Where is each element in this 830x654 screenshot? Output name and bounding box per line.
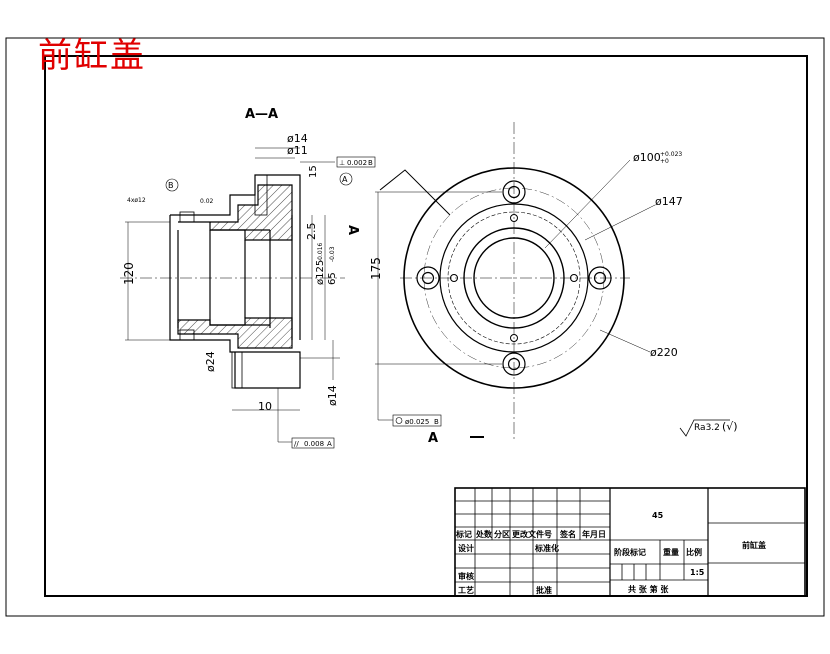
dim-2-5: 2.5 xyxy=(305,223,318,241)
tb-review: 审核 xyxy=(458,571,474,581)
tol-d125: -0.016 xyxy=(317,242,324,262)
roughness: Ra3.2 xyxy=(694,423,720,433)
dim-d100: ø100 xyxy=(633,151,661,164)
dim-d220: ø220 xyxy=(650,346,678,359)
datum-a: A xyxy=(342,175,348,184)
tb-header-3: 更改文件号 xyxy=(512,529,552,539)
title-block-headers: 标记 处数 分区 更改文件号 签名 年月日 xyxy=(455,529,606,539)
dim-15: 15 xyxy=(308,165,319,178)
tb-header-1: 处数 xyxy=(475,529,493,539)
tol-65: -0.03 xyxy=(329,246,336,262)
perp-symbol: ⊥ xyxy=(339,159,345,167)
tb-header-5: 年月日 xyxy=(582,529,606,539)
tb-part-name: 前缸盖 xyxy=(742,540,766,550)
dim-65: 65 xyxy=(327,272,338,285)
conc-callout: ø0.025 B xyxy=(392,414,442,427)
tb-header-2: 分区 xyxy=(494,529,510,539)
tb-stage: 阶段标记 xyxy=(614,547,646,557)
sheet-border xyxy=(5,37,825,617)
cut-a-left: A xyxy=(345,225,360,235)
conc-ref: B xyxy=(434,418,439,426)
part-title-overlay: 前缸盖 xyxy=(38,36,146,76)
roughness-suffix: (√) xyxy=(722,420,738,433)
tb-scale-label: 比例 xyxy=(686,547,702,557)
tb-approve: 批准 xyxy=(536,585,552,595)
dim-d14-top: ø14 xyxy=(287,132,308,145)
dim-d125: ø125 xyxy=(315,260,326,285)
tol-4x012: 4xø12 xyxy=(127,197,146,204)
perp-ref: B xyxy=(368,159,373,167)
drawing-frame xyxy=(44,55,808,597)
tb-header-0: 标记 xyxy=(455,529,472,539)
front-view xyxy=(375,122,656,440)
title-block xyxy=(454,487,806,597)
perp-callout: ⊥ 0.002 B xyxy=(336,156,376,168)
tb-header-4: 签名 xyxy=(559,529,576,539)
tb-scale-value: 1:5 xyxy=(690,568,705,577)
dim-d14-bottom: ø14 xyxy=(326,385,339,406)
dim-175: 175 xyxy=(369,257,383,280)
tb-process: 工艺 xyxy=(458,585,474,595)
dim-d24: ø24 xyxy=(204,351,217,372)
tb-material: 45 xyxy=(652,511,664,520)
conc-value: ø0.025 xyxy=(405,418,429,426)
dim-d11: ø11 xyxy=(287,144,308,157)
dim-d147: ø147 xyxy=(655,195,683,208)
par-value: 0.008 xyxy=(304,440,324,448)
tb-standardize: 标准化 xyxy=(534,543,559,553)
dim-10: 10 xyxy=(258,400,272,413)
section-view: A—A xyxy=(120,107,345,443)
cut-a-bottom: A xyxy=(428,431,438,446)
tb-design: 设计 xyxy=(458,543,474,553)
datum-b: B xyxy=(168,181,174,190)
dim-120: 120 xyxy=(122,262,136,285)
dim-d100-tol: +0.023 xyxy=(660,151,682,158)
perp-value: 0.002 xyxy=(347,159,367,167)
par-callout: // 0.008 A xyxy=(291,437,335,449)
tb-weight: 重量 xyxy=(663,547,679,557)
par-symbol: // xyxy=(294,440,299,448)
small-tol: 0.02 xyxy=(200,198,214,205)
tb-sheets: 共 张 第 张 xyxy=(628,584,669,594)
dim-d100-tol2: +0 xyxy=(660,158,669,165)
par-ref: A xyxy=(327,440,332,448)
section-label: A—A xyxy=(245,107,278,122)
